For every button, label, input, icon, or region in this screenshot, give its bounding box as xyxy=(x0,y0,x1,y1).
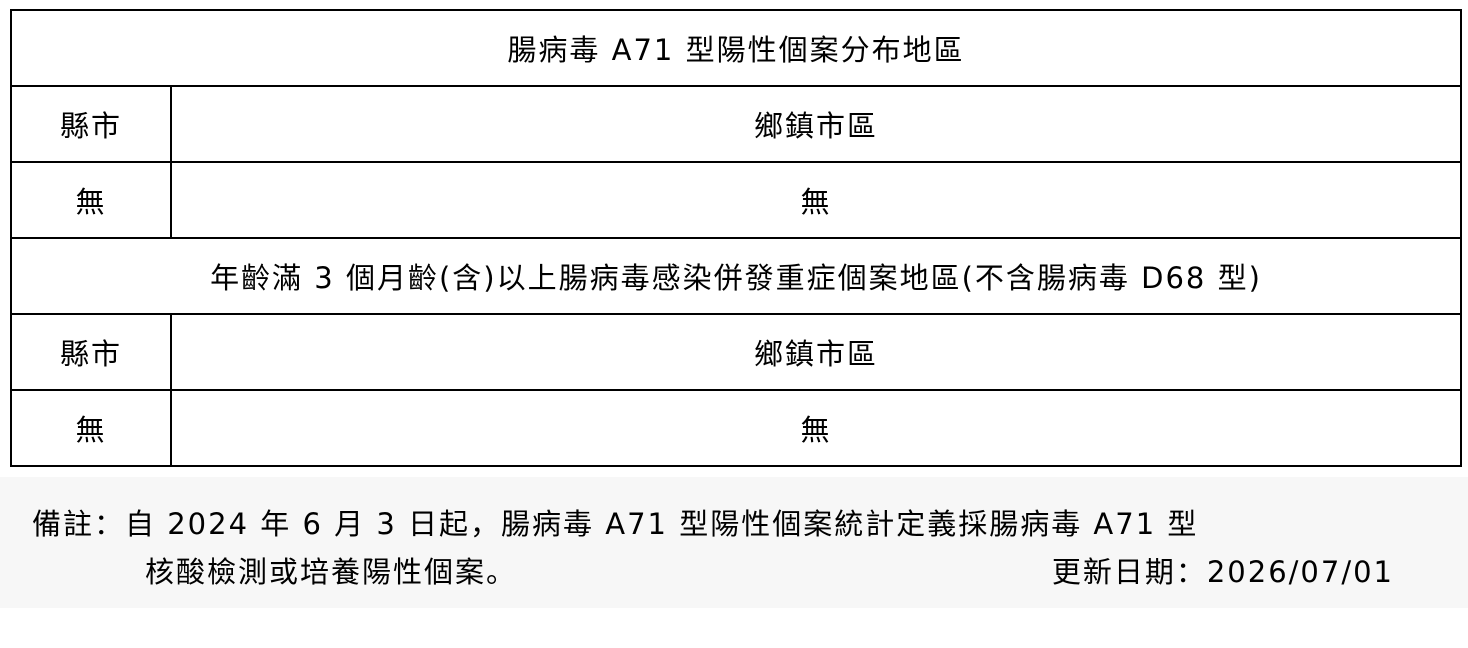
table-row: 無 無 xyxy=(10,389,1462,467)
footer-notes: 備註：自 2024 年 6 月 3 日起，腸病毒 A71 型陽性個案統計定義採腸… xyxy=(0,477,1468,608)
severe-district-cell: 無 xyxy=(170,389,1462,467)
case-distribution-table: 腸病毒 A71 型陽性個案分布地區 縣市 鄉鎮市區 無 無 年齡滿 3 個月齡(… xyxy=(10,9,1462,467)
severe-district-header: 鄉鎮市區 xyxy=(170,313,1462,391)
a71-district-header: 鄉鎮市區 xyxy=(170,85,1462,163)
update-date: 更新日期：2026/07/01 xyxy=(1051,555,1394,589)
table-row: 年齡滿 3 個月齡(含)以上腸病毒感染併發重症個案地區(不含腸病毒 D68 型) xyxy=(10,237,1462,315)
severe-county-header: 縣市 xyxy=(10,313,172,391)
note-line-1: 備註：自 2024 年 6 月 3 日起，腸病毒 A71 型陽性個案統計定義採腸… xyxy=(32,507,1199,541)
table-row: 無 無 xyxy=(10,161,1462,239)
table-row: 縣市 鄉鎮市區 xyxy=(10,85,1462,163)
note-line-2: 核酸檢測或培養陽性個案。 xyxy=(145,555,518,589)
table-row: 腸病毒 A71 型陽性個案分布地區 xyxy=(10,9,1462,87)
severe-case-section-title: 年齡滿 3 個月齡(含)以上腸病毒感染併發重症個案地區(不含腸病毒 D68 型) xyxy=(10,237,1462,315)
a71-county-header: 縣市 xyxy=(10,85,172,163)
table-row: 縣市 鄉鎮市區 xyxy=(10,313,1462,391)
a71-district-cell: 無 xyxy=(170,161,1462,239)
a71-county-cell: 無 xyxy=(10,161,172,239)
severe-county-cell: 無 xyxy=(10,389,172,467)
a71-section-title: 腸病毒 A71 型陽性個案分布地區 xyxy=(10,9,1462,87)
